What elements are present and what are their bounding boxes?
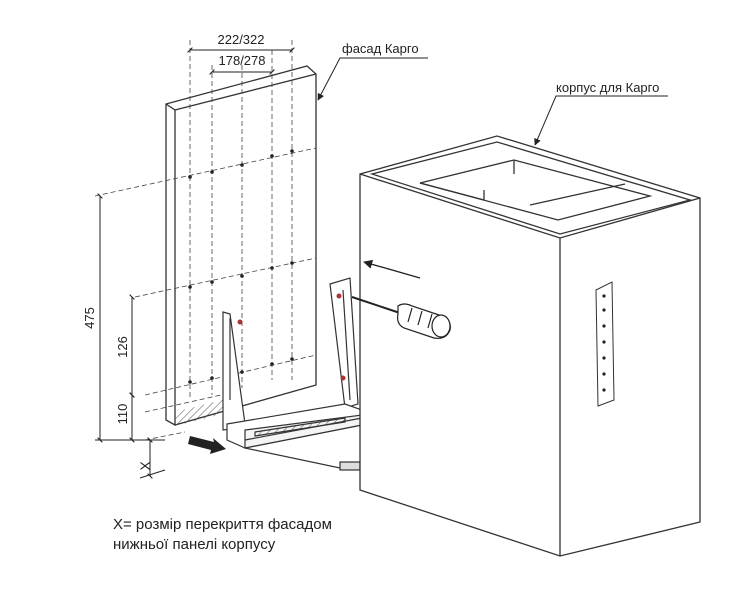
facade-hole-grid [94, 40, 317, 441]
cabinet-leader [534, 95, 668, 146]
caption-line-2: нижньої панелі корпусу [113, 536, 276, 553]
insertion-arrow [363, 259, 421, 279]
dim-upper-height: 126 [115, 336, 130, 358]
label-cabinet: корпус для Карго [556, 80, 659, 95]
pull-direction-arrow [188, 436, 226, 454]
dim-total-height: 475 [82, 307, 97, 329]
drawer-screws [237, 293, 346, 381]
drawer-frame [222, 277, 363, 471]
dim-inner-spacing: 178/278 [219, 53, 266, 68]
cabinet-rail [595, 281, 615, 407]
dim-outer-spacing: 222/322 [218, 32, 265, 47]
cabinet [359, 135, 701, 557]
facade-leader [317, 57, 428, 101]
dimension-lines [95, 47, 295, 479]
overlap-caption: X= розмір перекриття фасадом нижньої пан… [113, 515, 332, 555]
facade-hole-dots [188, 149, 294, 384]
caption-line-1: X= розмір перекриття фасадом [113, 516, 332, 533]
dim-overlap-x: X [137, 461, 153, 471]
dim-lower-height: 110 [115, 404, 130, 425]
label-facade: фасад Карго [342, 41, 419, 56]
screwdriver-icon [351, 296, 451, 339]
cabinet-rail-holes [602, 294, 606, 392]
